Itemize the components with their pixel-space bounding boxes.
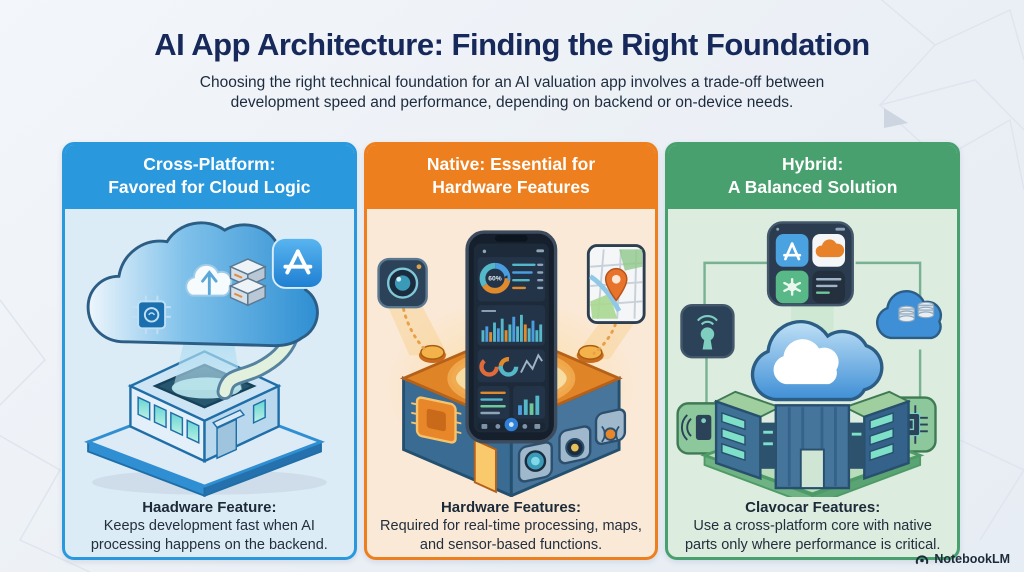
card-header-native: Native: Essential for Hardware Features [366, 145, 656, 209]
cloud-upload-icon [185, 263, 233, 297]
card-header-cross-platform: Cross-Platform: Favored for Cloud Logic [65, 145, 354, 209]
comparison-columns: Cross-Platform: Favored for Cloud Logic [62, 142, 961, 560]
caption-text: Keeps development fast when AI processin… [90, 518, 328, 553]
notebooklm-badge: NotebookLM [915, 552, 1010, 566]
header-line: Native: Essential for [426, 154, 596, 174]
card-header-hybrid: Hybrid: A Balanced Solution [668, 145, 958, 209]
card-hybrid: Hybrid: A Balanced Solution [665, 142, 961, 560]
cloud-tile-icon [812, 233, 846, 267]
lens-tile-icon [517, 440, 553, 483]
map-icon [586, 243, 646, 324]
sensor-dome [418, 344, 446, 363]
app-store-icon [271, 236, 324, 289]
smartphone-dashboard-illustration: 60% [465, 229, 557, 444]
header-line: Hybrid: [782, 154, 844, 174]
camera-icon [377, 257, 428, 308]
cross-platform-illustration [84, 220, 327, 497]
device-platform-illustration [399, 330, 626, 498]
app-grid-icon [767, 220, 855, 306]
header-line: Cross-Platform: [143, 154, 276, 174]
security-lock-icon [680, 303, 735, 358]
cloud-database-icon [876, 289, 943, 339]
caption-title: Clavocar Features: [745, 499, 881, 517]
notes-tile-icon [812, 270, 846, 303]
cloud-icon [751, 319, 884, 401]
camera-tile-icon [557, 424, 592, 464]
brand-label: NotebookLM [934, 552, 1010, 566]
caption-text: Use a cross-platform core with native pa… [684, 518, 941, 553]
app-store-tile-icon [776, 233, 809, 267]
sensor-tile-icon [594, 407, 626, 445]
glowing-doorway [473, 437, 497, 493]
chip-icon [410, 395, 461, 444]
sensor-dome [576, 344, 604, 363]
page-title: AI App Architecture: Finding the Right F… [154, 27, 870, 62]
card-cross-platform: Cross-Platform: Favored for Cloud Logic [62, 142, 357, 560]
notebooklm-logo-icon [916, 555, 929, 564]
page-subtitle: Choosing the right technical foundation … [199, 74, 825, 112]
ai-chip-icon [132, 295, 171, 334]
map-pin-icon [604, 267, 628, 302]
header-line: Favored for Cloud Logic [108, 176, 311, 197]
hybrid-building-illustration [713, 390, 912, 489]
flower-tile-icon [776, 270, 809, 303]
server-stack-icon [228, 257, 267, 306]
native-illustration: 60% [377, 229, 646, 498]
caption-text: Required for real-time processing, maps,… [380, 518, 642, 553]
header-line: A Balanced Solution [727, 176, 898, 197]
cloud-icon [86, 220, 319, 347]
caption-title: Haadware Feature: [142, 499, 277, 517]
card-native: Native: Essential for Hardware Features [363, 142, 659, 560]
hybrid-illustration [676, 220, 943, 498]
caption-title: Hardware Features: [440, 499, 582, 517]
header-line: Hardware Features [432, 176, 590, 197]
phone-donut-label: 60% [488, 275, 501, 282]
